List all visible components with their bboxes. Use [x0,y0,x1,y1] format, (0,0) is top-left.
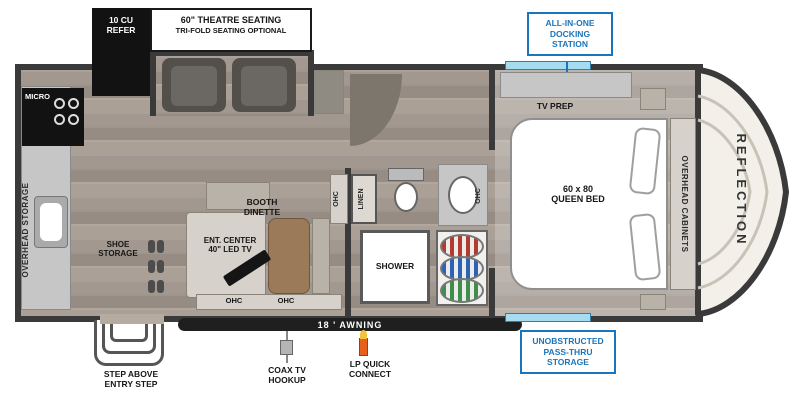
bath-sink-icon [448,176,478,214]
ohc-label: OHC [475,188,482,204]
overhead-storage-label: OVERHEAD STORAGE [21,182,30,278]
bedroom-top-window [505,61,591,70]
docking-leader-line [566,62,568,72]
side-cabinet [312,70,344,114]
burner-icon [54,114,65,125]
ohc-cabinet-hall [330,174,348,224]
shoe-storage-label: SHOE STORAGE [98,240,138,259]
bedroom-wall-lower [489,268,495,316]
shoe-icon [148,260,155,273]
theatre-callout: 60" THEATRE SEATING TRI-FOLD SEATING OPT… [150,8,312,52]
entry-step-inner [110,320,148,342]
overhead-cabinets-strip [670,118,696,290]
theatre-callout-line2: TRI-FOLD SEATING OPTIONAL [175,26,287,36]
brand-label: REFLECTION [734,133,749,247]
entry-door-opening [100,314,164,324]
lp-flame-tip-icon [360,330,367,339]
hanger-icon [440,278,484,303]
dinette-bench-top [206,182,270,210]
theatre-seat-left [162,58,226,112]
theatre-callout-line1: 60" THEATRE SEATING [180,15,282,25]
refrigerator-label: 10 CU REFER [106,15,136,35]
seat-cushion [241,66,287,106]
coax-hookup-label: COAX TV HOOKUP [268,365,306,385]
micro-label: MICRO [25,92,50,101]
coax-connector-icon [280,340,293,355]
shoe-icon [157,260,164,273]
bedroom-bottom-window [505,313,591,322]
burner-icon [54,98,65,109]
dinette-bench-right [312,218,330,294]
shoe-icon [148,280,155,293]
lp-connector-icon [359,338,368,356]
shower-label: SHOWER [375,261,415,272]
hanger-icon [440,256,484,281]
shoe-icon [157,280,164,293]
seat-cushion [171,66,217,106]
burner-icon [68,114,79,125]
shoe-icon [148,240,155,253]
shoe-icon [157,240,164,253]
toilet-tank [388,168,424,181]
docking-station-callout: ALL-IN-ONE DOCKING STATION [527,12,613,56]
tv-prep-label: TV PREP [536,101,574,111]
refrigerator-box: 10 CU REFER [92,8,150,96]
nightstand [640,294,666,310]
booth-dinette-label: BOOTH DINETTE [243,197,281,217]
ohc-label: OHC [225,296,243,305]
sink-basin [40,203,62,241]
lp-connect-label: LP QUICK CONNECT [348,359,392,379]
pass-thru-storage-callout: UNOBSTRUCTED PASS-THRU STORAGE [520,330,616,374]
theatre-seat-right [232,58,296,112]
overhead-cabinets-label: OVERHEAD CABINETS [680,155,689,253]
queen-bed-label: 60 x 80 QUEEN BED [551,184,605,205]
burner-icon [68,98,79,109]
bedroom-wall-upper [489,70,495,150]
dinette-table [268,218,310,294]
linen-label: LINEN [358,188,365,210]
awning-label: 18 ' AWNING [317,319,383,330]
bottom-ohc-cabinet [196,294,342,310]
nightstand [640,88,666,110]
kitchen-sink [34,196,68,248]
entry-step-label: STEP ABOVE ENTRY STEP [103,369,159,389]
linen-closet [351,174,377,224]
ohc-label: OHC [333,191,340,207]
ent-center-label: ENT. CENTER 40" LED TV [203,236,257,255]
front-nose-cap [695,67,789,317]
ent-center-cabinet [186,212,266,298]
tv-prep-dresser [500,72,632,98]
bath-wall-left [345,168,351,316]
toilet-icon [394,182,418,212]
ohc-label: OHC [277,296,295,305]
awning-bar: 18 ' AWNING [178,318,522,331]
shower-stall: SHOWER [360,230,430,304]
